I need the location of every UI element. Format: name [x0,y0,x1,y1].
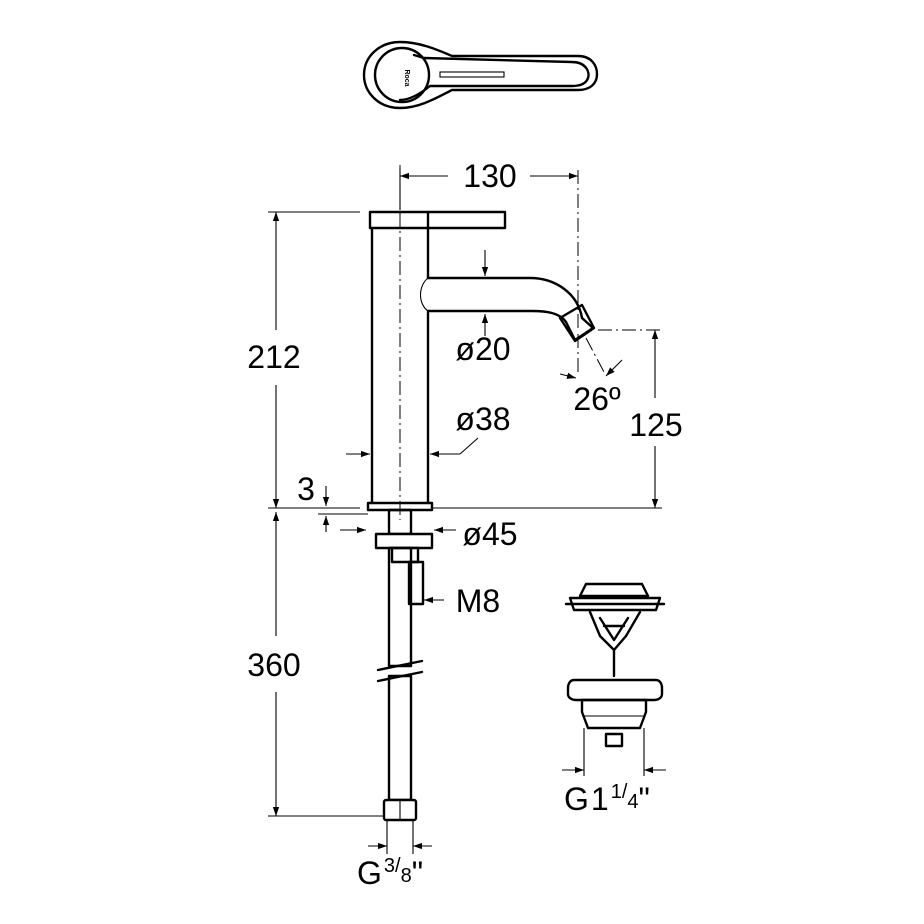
waste-body [580,698,648,730]
dim-label-360: 360 [247,647,300,683]
dimension-lines [268,168,666,854]
waste-outlet-pin [604,732,624,748]
hose-break-top [376,659,424,672]
top-view-handle-slot [439,71,505,78]
handle-lever [368,210,507,230]
top-view-outline [362,40,599,110]
spout-joint [419,277,429,312]
dim-d38-leader [459,437,479,455]
waste-cap [578,582,650,598]
flexible-hose-upper [387,546,413,668]
waste-flange [568,596,662,612]
top-view-handle-lever [398,53,590,102]
dim-label-m8: M8 [456,583,500,619]
dim-label-d38: ø38 [455,401,510,437]
dim-label-125: 125 [629,407,682,443]
waste-body-flange [566,678,664,702]
dim-label-130: 130 [463,158,516,194]
dim-label-d45: ø45 [462,516,517,552]
fixing-nut [390,546,420,564]
top-view: Roca [362,40,599,110]
dim-label-212: 212 [247,339,300,375]
faucet-elevation [366,165,662,520]
waste-spider [588,610,642,652]
spout-aerator [558,303,596,343]
flexible-hose-lower [387,674,413,802]
dim-label-d20: ø20 [455,331,510,367]
top-view-cartridge-circle [373,46,431,104]
hose-break-bottom [376,670,424,683]
dim-label-26: 26º [573,381,621,417]
fixing-rod-m8 [407,560,425,606]
fixing-washer [374,532,434,550]
dim-26-jet [585,337,605,373]
waste-valve [564,582,666,776]
dim-label-3: 3 [297,471,315,507]
fixing-kit [374,508,434,822]
dim-26-arrow-left [559,372,577,379]
dim-26-arrow-right [605,359,623,377]
brand-logo: Roca [403,69,410,86]
